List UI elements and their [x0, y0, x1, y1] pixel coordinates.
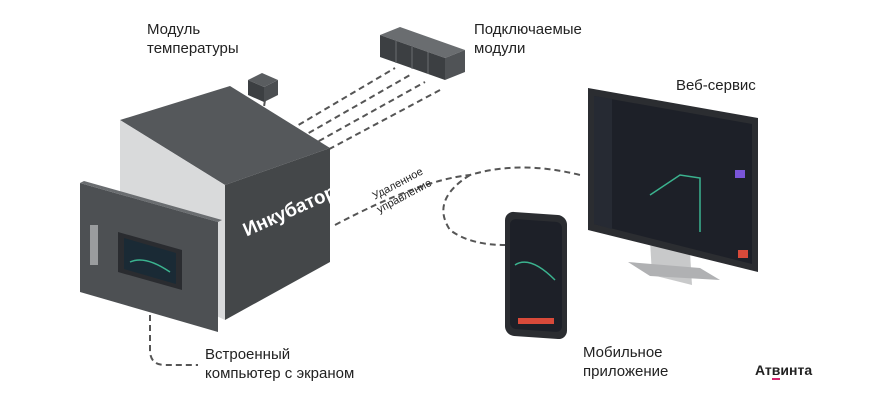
label-line: температуры — [147, 40, 239, 57]
label-temperature-module: Модуль температуры — [147, 20, 239, 58]
connector-lines — [149, 67, 581, 366]
label-line: Встроенный — [205, 346, 291, 363]
label-web-service: Веб-сервис — [676, 77, 756, 94]
module-link-4 — [319, 89, 441, 155]
plugin-modules-icon — [380, 27, 465, 80]
logo-accent: в — [771, 362, 781, 380]
label-line: компьютер с экраном — [205, 365, 355, 382]
label-line: Подключаемые — [474, 21, 582, 38]
logo-part: инта — [780, 362, 813, 378]
phone-icon — [505, 211, 567, 340]
label-line: Модуль — [147, 21, 201, 38]
label-plugin-modules: Подключаемые модули — [474, 20, 582, 58]
temperature-module-icon — [248, 73, 278, 102]
label-line: приложение — [583, 363, 669, 380]
label-line: Мобильное — [583, 344, 663, 361]
monitor-icon — [588, 88, 758, 285]
module-link-2 — [299, 74, 411, 139]
module-link-3 — [309, 81, 426, 147]
incubator-icon — [80, 86, 330, 332]
computer-link — [149, 315, 198, 366]
module-link-1 — [289, 67, 396, 131]
atvinta-logo: Атвинта — [755, 362, 813, 380]
logo-part: Ат — [755, 362, 772, 378]
label-mobile-app: Мобильное приложение — [583, 343, 668, 381]
label-line: модули — [474, 40, 526, 57]
label-builtin-computer: Встроенный компьютер с экраном — [205, 345, 354, 383]
remote-link-mobile — [442, 174, 506, 246]
door-handle — [90, 225, 98, 265]
mobile-screen — [510, 219, 562, 332]
